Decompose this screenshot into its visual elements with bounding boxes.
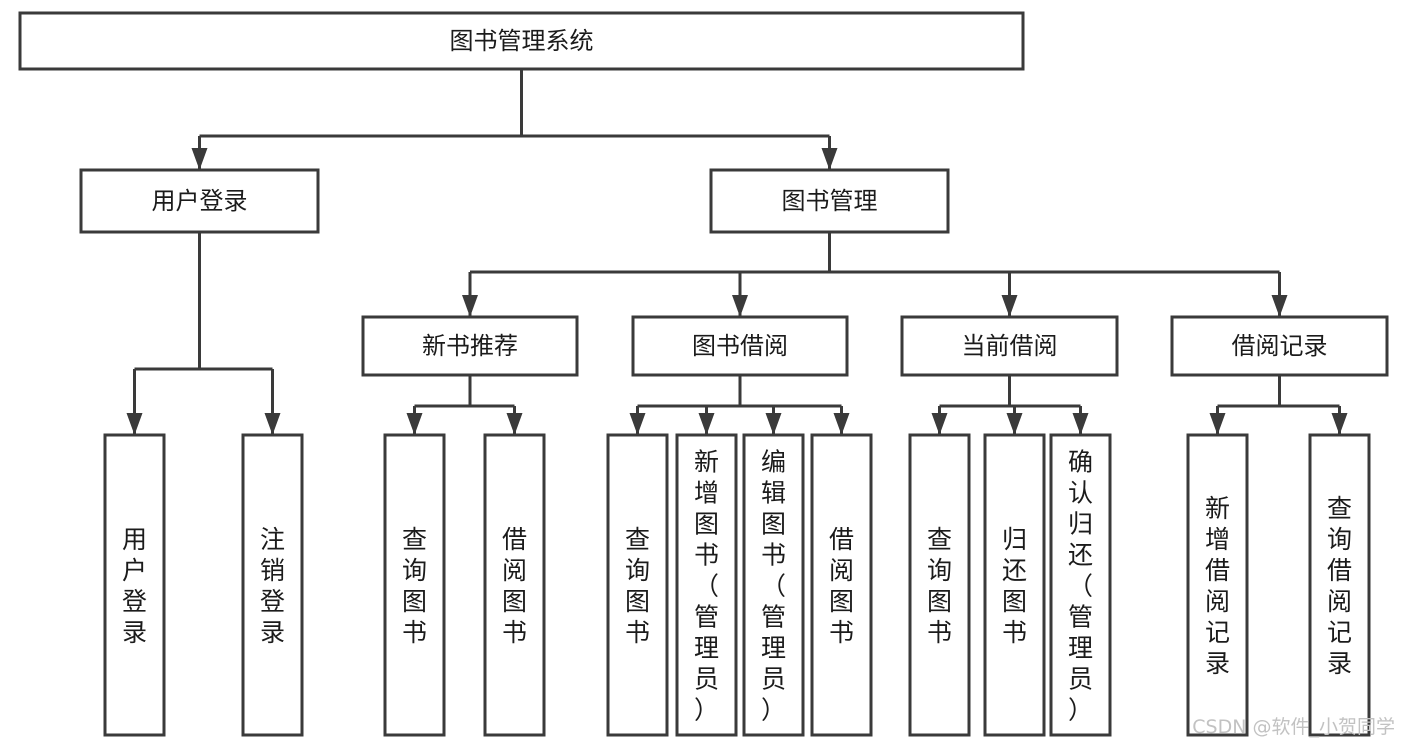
node-book-manage[interactable]: 图书管理 bbox=[709, 168, 950, 234]
node-label-leaf-user-login: 用户登录 bbox=[122, 525, 147, 647]
arrow-head-icon-book-manage-2 bbox=[1001, 295, 1018, 317]
node-box-leaf-logout bbox=[241, 433, 304, 737]
arrow-head-icon-book-manage-1 bbox=[732, 295, 748, 317]
node-leaf-borrow-book-2[interactable]: 借阅图书 bbox=[810, 433, 873, 737]
node-leaf-add-book[interactable]: 新增图书（管理员） bbox=[675, 433, 738, 737]
arrow-head-icon-book-manage-3 bbox=[1271, 295, 1288, 317]
node-box-root bbox=[18, 11, 1025, 71]
node-box-leaf-return-book bbox=[983, 433, 1046, 737]
arrow-head-icon-user-login-1 bbox=[264, 413, 281, 435]
node-box-leaf-query-record bbox=[1308, 433, 1371, 737]
node-book-borrow[interactable]: 图书借阅 bbox=[631, 315, 849, 377]
node-label-borrow-record: 借阅记录 bbox=[1232, 332, 1328, 360]
node-box-user-login bbox=[79, 168, 320, 234]
node-leaf-query-book-2[interactable]: 查询图书 bbox=[606, 433, 669, 737]
arrow-head-icon-current-borrow-2 bbox=[1072, 413, 1089, 435]
node-leaf-add-record[interactable]: 新增借阅记录 bbox=[1186, 433, 1249, 737]
node-box-current-borrow bbox=[900, 315, 1119, 377]
node-label-leaf-add-record: 新增借阅记录 bbox=[1205, 494, 1230, 678]
arrow-head-icon-new-book-rec-1 bbox=[506, 413, 523, 435]
node-box-leaf-add-record bbox=[1186, 433, 1249, 737]
node-label-leaf-borrow-book-1: 借阅图书 bbox=[502, 525, 527, 647]
node-box-leaf-borrow-book-2 bbox=[810, 433, 873, 737]
arrow-head-icon-borrow-record-0 bbox=[1209, 413, 1226, 435]
node-box-leaf-user-login bbox=[103, 433, 166, 737]
arrow-head-icon-user-login-0 bbox=[126, 413, 143, 435]
node-label-leaf-confirm-return: 确认归还（管理员） bbox=[1068, 447, 1093, 724]
node-leaf-logout[interactable]: 注销登录 bbox=[241, 433, 304, 737]
node-box-new-book-rec bbox=[361, 315, 579, 377]
node-box-book-borrow bbox=[631, 315, 849, 377]
node-box-leaf-add-book bbox=[675, 433, 738, 737]
node-box-borrow-record bbox=[1170, 315, 1389, 377]
node-label-leaf-query-book-1: 查询图书 bbox=[402, 525, 427, 647]
node-label-book-borrow: 图书借阅 bbox=[692, 332, 788, 360]
arrow-head-icon-borrow-record-1 bbox=[1331, 413, 1348, 435]
connector-layer bbox=[126, 69, 1348, 435]
arrow-head-icon-root-0 bbox=[191, 148, 208, 170]
node-root[interactable]: 图书管理系统 bbox=[18, 11, 1025, 71]
arrow-head-icon-book-borrow-3 bbox=[833, 413, 850, 435]
arrow-head-icon-book-borrow-2 bbox=[765, 413, 782, 435]
node-label-leaf-add-book: 新增图书（管理员） bbox=[694, 447, 719, 724]
node-label-leaf-return-book: 归还图书 bbox=[1002, 525, 1027, 647]
arrow-head-icon-root-1 bbox=[821, 148, 838, 170]
node-leaf-user-login[interactable]: 用户登录 bbox=[103, 433, 166, 737]
node-box-leaf-query-book-3 bbox=[908, 433, 971, 737]
node-current-borrow[interactable]: 当前借阅 bbox=[900, 315, 1119, 377]
node-label-book-manage: 图书管理 bbox=[782, 187, 878, 215]
arrow-head-icon-current-borrow-0 bbox=[931, 413, 948, 435]
node-leaf-return-book[interactable]: 归还图书 bbox=[983, 433, 1046, 737]
node-leaf-borrow-book-1[interactable]: 借阅图书 bbox=[483, 433, 546, 737]
node-label-new-book-rec: 新书推荐 bbox=[422, 332, 518, 360]
node-box-leaf-borrow-book-1 bbox=[483, 433, 546, 737]
arrow-head-icon-book-borrow-1 bbox=[698, 413, 715, 435]
box-layer: 图书管理系统用户登录图书管理新书推荐图书借阅当前借阅借阅记录用户登录注销登录查询… bbox=[18, 11, 1389, 737]
node-box-leaf-query-book-1 bbox=[383, 433, 446, 737]
node-box-leaf-edit-book bbox=[742, 433, 805, 737]
node-leaf-query-record[interactable]: 查询借阅记录 bbox=[1308, 433, 1371, 737]
node-new-book-rec[interactable]: 新书推荐 bbox=[361, 315, 579, 377]
arrow-head-icon-book-manage-0 bbox=[462, 295, 478, 317]
node-label-leaf-edit-book: 编辑图书（管理员） bbox=[761, 447, 786, 724]
node-label-root: 图书管理系统 bbox=[450, 27, 594, 55]
node-label-leaf-query-book-3: 查询图书 bbox=[927, 525, 952, 647]
arrow-head-icon-book-borrow-0 bbox=[629, 413, 646, 435]
node-box-leaf-query-book-2 bbox=[606, 433, 669, 737]
arrow-head-icon-new-book-rec-0 bbox=[406, 413, 423, 435]
node-borrow-record[interactable]: 借阅记录 bbox=[1170, 315, 1389, 377]
node-leaf-query-book-3[interactable]: 查询图书 bbox=[908, 433, 971, 737]
node-box-book-manage bbox=[709, 168, 950, 234]
csdn-watermark: CSDN @软件_小贺同学 bbox=[1192, 716, 1395, 738]
node-label-leaf-query-book-2: 查询图书 bbox=[625, 525, 650, 647]
node-label-user-login: 用户登录 bbox=[152, 187, 248, 215]
node-leaf-confirm-return[interactable]: 确认归还（管理员） bbox=[1049, 433, 1112, 737]
node-label-leaf-query-record: 查询借阅记录 bbox=[1327, 494, 1352, 678]
node-label-leaf-borrow-book-2: 借阅图书 bbox=[829, 525, 854, 647]
node-label-current-borrow: 当前借阅 bbox=[962, 332, 1058, 360]
node-leaf-edit-book[interactable]: 编辑图书（管理员） bbox=[742, 433, 805, 737]
node-user-login[interactable]: 用户登录 bbox=[79, 168, 320, 234]
node-box-leaf-confirm-return bbox=[1049, 433, 1112, 737]
node-label-leaf-logout: 注销登录 bbox=[260, 525, 285, 647]
arrow-head-icon-current-borrow-1 bbox=[1006, 413, 1023, 435]
node-leaf-query-book-1[interactable]: 查询图书 bbox=[383, 433, 446, 737]
